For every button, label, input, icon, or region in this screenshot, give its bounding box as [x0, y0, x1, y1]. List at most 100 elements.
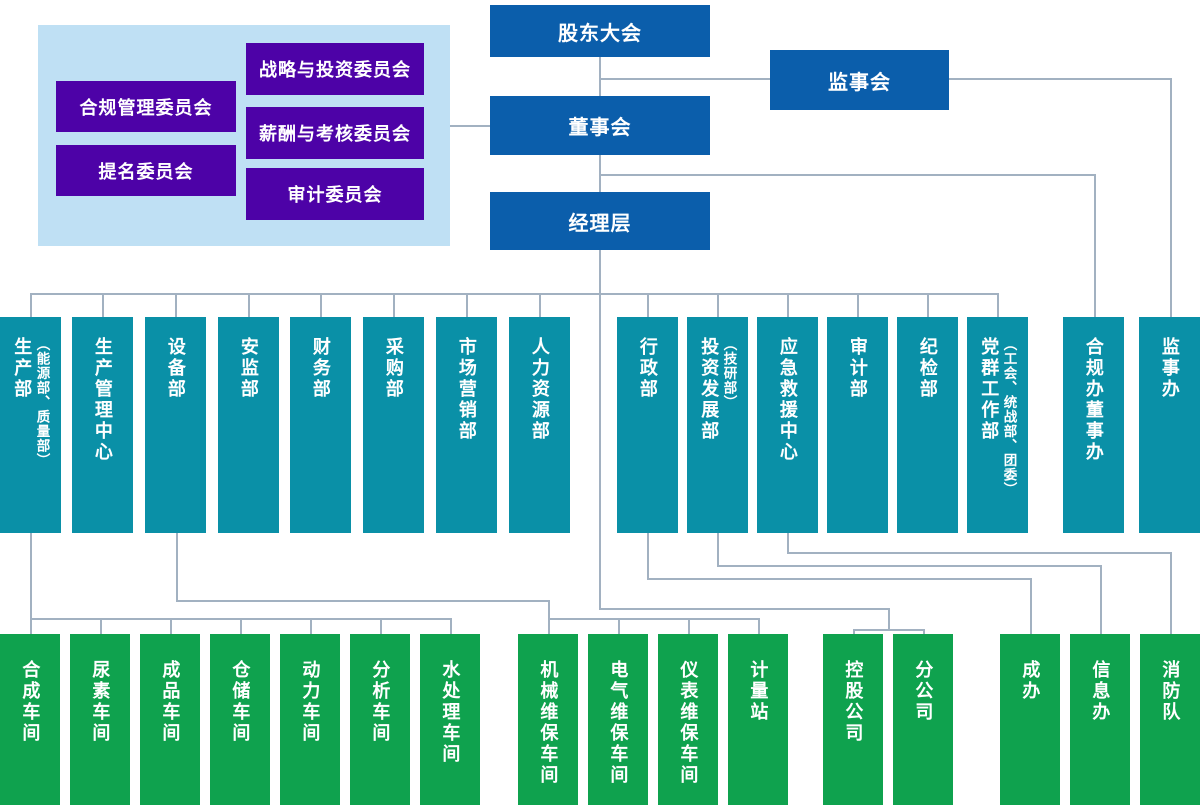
connector-line	[248, 293, 250, 317]
department-label: 生产管理中心	[92, 337, 113, 463]
committee-box-audit: 审计委员会	[246, 168, 424, 220]
department-box: 生产部（能源部、质量部）	[0, 317, 61, 533]
connector-line	[599, 78, 770, 80]
department-label: 生产部	[12, 337, 33, 400]
connector-line	[888, 608, 890, 629]
connector-line	[175, 293, 177, 317]
node-shareholders-meeting: 股东大会	[490, 5, 710, 57]
connector-line	[599, 174, 1094, 176]
connector-line	[450, 125, 490, 127]
connector-line	[618, 618, 620, 634]
department-sub-label: （技研部）	[721, 337, 737, 410]
connector-line	[466, 293, 468, 317]
connector-line	[857, 293, 859, 317]
workshop-box: 消防队	[1140, 634, 1200, 805]
workshop-label: 机械维保车间	[538, 660, 559, 786]
connector-line	[787, 552, 1170, 554]
connector-line	[758, 618, 760, 634]
connector-line	[688, 618, 690, 634]
connector-line	[717, 565, 1100, 567]
connector-line	[30, 618, 32, 634]
department-box: 市场营销部	[436, 317, 497, 533]
department-box: 合规办董事办	[1063, 317, 1124, 533]
workshop-box: 电气维保车间	[588, 634, 648, 805]
department-box: 安监部	[218, 317, 279, 533]
workshop-label: 分析车间	[370, 660, 391, 744]
department-label: 设备部	[165, 337, 186, 400]
department-label: 安监部	[238, 337, 259, 400]
workshop-box: 分公司	[893, 634, 953, 805]
connector-line	[1094, 174, 1096, 317]
workshop-box: 合成车间	[0, 634, 60, 805]
workshop-box: 成品车间	[140, 634, 200, 805]
connector-line	[923, 629, 925, 634]
workshop-label: 分公司	[913, 660, 934, 723]
connector-line	[548, 618, 550, 634]
connector-line	[599, 155, 601, 192]
connector-line	[647, 578, 1030, 580]
department-label: 审计部	[847, 337, 868, 400]
department-label: 投资发展部	[699, 337, 720, 442]
department-label: 合规办董事办	[1083, 337, 1104, 463]
node-board-of-directors: 董事会	[490, 96, 710, 155]
workshop-box: 信息办	[1070, 634, 1130, 805]
workshop-label: 尿素车间	[90, 660, 111, 744]
department-box: 行政部	[617, 317, 678, 533]
workshop-label: 动力车间	[300, 660, 321, 744]
department-box: 财务部	[290, 317, 351, 533]
department-sub-label: （能源部、质量部）	[34, 337, 50, 468]
workshop-label: 合成车间	[20, 660, 41, 744]
department-box: 设备部	[145, 317, 206, 533]
department-label: 财务部	[310, 337, 331, 400]
connector-line	[1030, 578, 1032, 634]
connector-line	[853, 629, 855, 634]
workshop-box: 机械维保车间	[518, 634, 578, 805]
committee-box-nomination: 提名委员会	[56, 145, 236, 196]
connector-line	[393, 293, 395, 317]
connector-line	[310, 618, 312, 634]
connector-line	[599, 57, 601, 96]
connector-line	[320, 293, 322, 317]
connector-line	[717, 293, 719, 317]
committee-box-compensation-assessment: 薪酬与考核委员会	[246, 107, 424, 159]
connector-line	[599, 250, 601, 608]
connector-line	[647, 293, 649, 317]
workshop-label: 成办	[1020, 660, 1041, 702]
connector-line	[787, 533, 789, 552]
connector-line	[647, 533, 649, 578]
workshop-label: 水处理车间	[440, 660, 461, 765]
committee-box-strategy-investment: 战略与投资委员会	[246, 43, 424, 95]
workshop-box: 水处理车间	[420, 634, 480, 805]
workshop-box: 控股公司	[823, 634, 883, 805]
department-box: 监事办	[1139, 317, 1200, 533]
department-box: 人力资源部	[509, 317, 570, 533]
connector-line	[539, 293, 541, 317]
committee-box-compliance-management: 合规管理委员会	[56, 81, 236, 132]
connector-line	[1170, 552, 1172, 634]
connector-line	[30, 533, 32, 618]
department-box: 党群工作部（工会、统战部、团委）	[967, 317, 1028, 533]
department-box: 审计部	[827, 317, 888, 533]
workshop-label: 控股公司	[843, 660, 864, 744]
connector-line	[927, 293, 929, 317]
workshop-label: 仪表维保车间	[678, 660, 699, 786]
department-box: 生产管理中心	[72, 317, 133, 533]
workshop-label: 消防队	[1160, 660, 1181, 723]
department-box: 纪检部	[897, 317, 958, 533]
department-label: 人力资源部	[529, 337, 550, 442]
connector-line	[1170, 78, 1172, 317]
department-label: 党群工作部	[979, 337, 1000, 442]
workshop-label: 电气维保车间	[608, 660, 629, 786]
connector-line	[548, 600, 550, 618]
department-label: 应急救援中心	[777, 337, 798, 463]
workshop-box: 计量站	[728, 634, 788, 805]
connector-line	[30, 293, 32, 317]
workshop-box: 成办	[1000, 634, 1060, 805]
department-box: 投资发展部（技研部）	[687, 317, 748, 533]
workshop-label: 仓储车间	[230, 660, 251, 744]
department-sub-label: （工会、统战部、团委）	[1001, 337, 1017, 497]
connector-line	[1100, 565, 1102, 634]
connector-line	[176, 600, 548, 602]
connector-line	[997, 293, 999, 317]
